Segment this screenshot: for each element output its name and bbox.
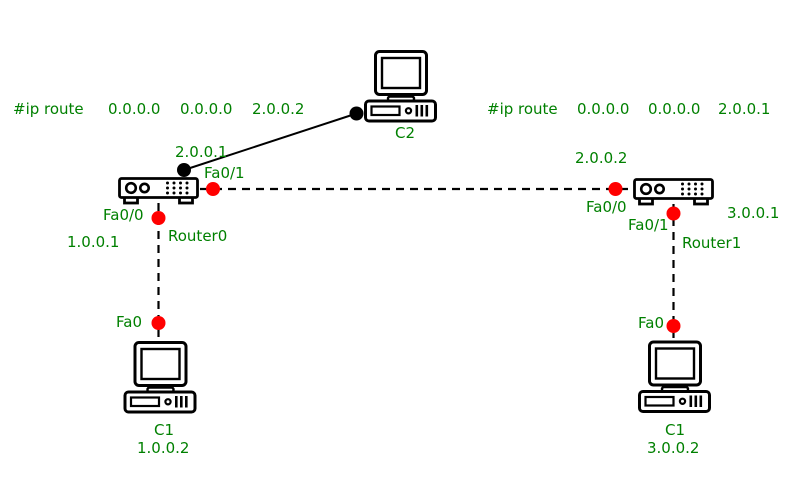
router1-fa01-ip-label: 3.0.0.1 [727,204,779,222]
left-config-mask: 0.0.0.0 [180,100,232,118]
c1-left-ip-label: 1.0.0.2 [137,439,189,457]
computer-icon-c1-left [123,341,197,414]
right-config-next-hop: 2.0.0.1 [718,100,770,118]
router-icon-router1 [633,178,714,206]
router1-fa01-port-label: Fa0/1 [628,216,669,234]
c1-right-name-label: C1 [665,421,685,439]
router0-fa01-port-label: Fa0/1 [204,164,245,182]
right-config-command: #ip route [487,100,558,118]
port-dot-router1-fa01 [666,206,681,221]
right-config-mask: 0.0.0.0 [648,100,700,118]
endpoint-dot-c2 [349,106,364,121]
router-icon-router0 [118,177,199,205]
left-config-destination: 0.0.0.0 [108,100,160,118]
c1-right-port-label: Fa0 [638,314,664,332]
computer-icon-c2 [364,50,437,123]
port-dot-c1right-fa0 [666,319,681,333]
c1-left-port-label: Fa0 [116,313,142,331]
router0-fa00-ip-label: 1.0.0.1 [67,233,119,251]
router1-fa00-port-label: Fa0/0 [586,198,627,216]
endpoint-dot-router0-top [177,163,191,177]
port-dot-c1left-fa0 [151,316,166,330]
computer-icon-c1-right [638,340,711,413]
port-dot-router1-fa00 [608,182,623,196]
c2-name-label: C2 [395,124,415,142]
router0-fa00-port-label: Fa0/0 [103,206,144,224]
port-dot-router0-fa01 [206,182,220,196]
port-dot-router0-fa00 [151,211,166,225]
router0-name-label: Router0 [168,227,227,245]
left-config-command: #ip route [13,100,84,118]
link-c2-router0 [183,112,357,171]
c1-right-ip-label: 3.0.0.2 [647,439,699,457]
right-config-destination: 0.0.0.0 [577,100,629,118]
router0-fa01-ip-label: 2.0.0.1 [175,143,227,161]
c1-left-name-label: C1 [154,421,174,439]
router1-name-label: Router1 [682,234,741,252]
router1-fa00-ip-label: 2.0.0.2 [575,149,627,167]
left-config-next-hop: 2.0.0.2 [252,100,304,118]
